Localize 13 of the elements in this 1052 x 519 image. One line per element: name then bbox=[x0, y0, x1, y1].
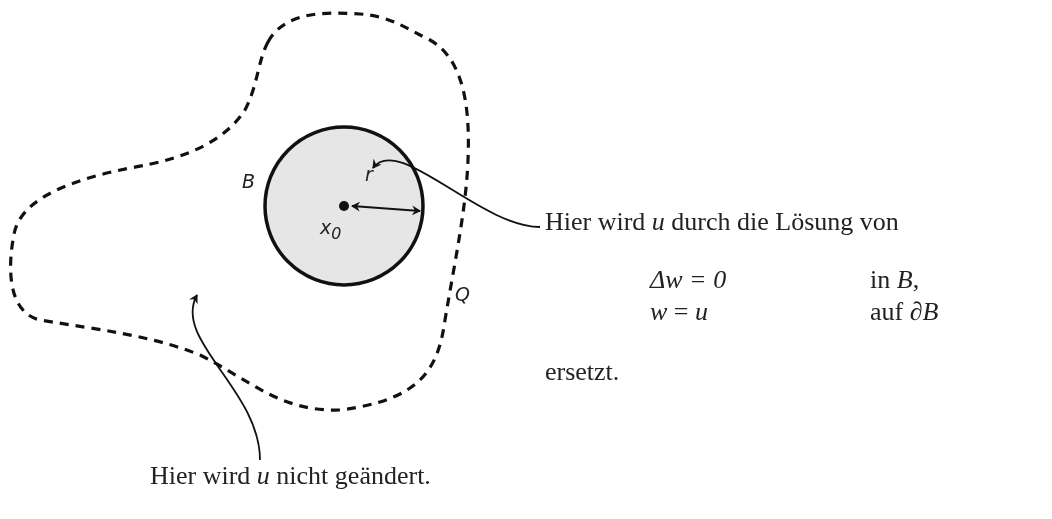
radius-label: r bbox=[365, 165, 373, 184]
equation: w = u bbox=[650, 298, 708, 327]
ball-label: B bbox=[242, 172, 256, 191]
description-text: Hier wird u nicht geändert. bbox=[150, 462, 431, 491]
region-label: Q bbox=[455, 285, 470, 304]
leader-line bbox=[189, 294, 261, 461]
description-text: ersetzt. bbox=[545, 358, 620, 387]
condition-text: in B, bbox=[870, 266, 920, 295]
point-label: x$_{0}$ bbox=[320, 218, 342, 242]
equation: Δw = 0 bbox=[650, 266, 727, 295]
leader-line bbox=[372, 159, 541, 228]
condition-text: auf ∂B bbox=[870, 298, 939, 327]
description-text: Hier wird u durch die Lösung von bbox=[545, 208, 899, 237]
